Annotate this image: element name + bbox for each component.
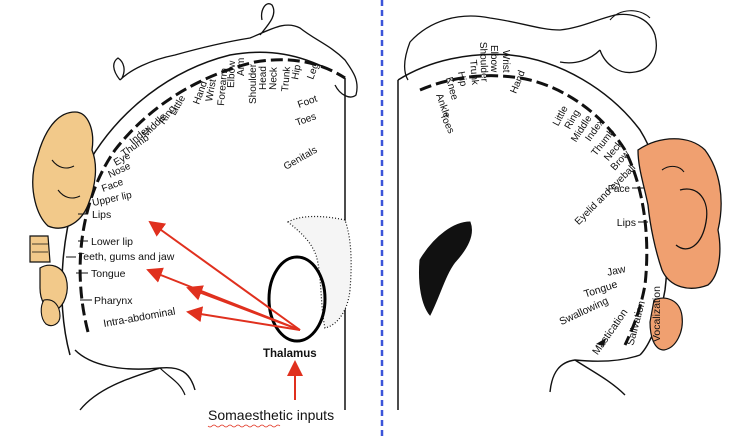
sensory-brain-lower	[74, 349, 196, 411]
sensory-jaw	[29, 235, 51, 263]
label-pharynx: Pharynx	[94, 295, 133, 307]
label-lower-lip: Lower lip	[91, 236, 133, 248]
motor-label-elbow: Elbow	[488, 45, 499, 73]
label-neck: Neck	[268, 66, 280, 90]
label-shoulder: Shoulder	[248, 63, 259, 104]
label-leg: Leg	[305, 62, 321, 81]
sensory-homunculus: Genitals Toes Foot Leg Hip Trunk Neck He…	[29, 3, 358, 428]
motor-label-wrist: Wrist	[500, 50, 511, 73]
thalamus-label: Thalamus	[263, 348, 317, 360]
arrow-to-intra-abdominal	[186, 306, 301, 331]
motor-label-mastication: Mastication	[590, 307, 630, 358]
thalamus-arrows	[146, 220, 303, 400]
motor-tongue	[649, 297, 683, 351]
motor-cortex-arc	[419, 74, 649, 346]
somaesthetic-inputs-label: Somaesthetic inputs	[208, 407, 334, 423]
motor-label-swallowing: Swallowing	[558, 295, 611, 328]
motor-label-lips: Lips	[617, 217, 636, 229]
motor-label-shoulder: Shoulder	[477, 42, 489, 83]
motor-label-vocalization: Vocalization	[651, 286, 663, 342]
label-hip: Hip	[290, 63, 304, 80]
motor-brain-lower	[549, 354, 641, 396]
motor-label-hand: Hand	[509, 69, 528, 95]
label-intra-abdominal: Intra-abdominal	[102, 305, 176, 329]
arrow-to-pharynx	[186, 285, 301, 331]
motor-top-labels: Toes Ankle Knee Hip Trunk Shoulder Elbow…	[433, 42, 638, 228]
sensory-side-labels: Lips Lower lip Teeth, gums and jaw Tongu…	[66, 209, 176, 330]
label-head: Head	[258, 66, 269, 90]
motor-homunculus: Toes Ankle Knee Hip Trunk Shoulder Elbow…	[397, 10, 722, 410]
label-teeth: Teeth, gums and jaw	[78, 251, 175, 263]
motor-ventricle	[419, 221, 472, 316]
label-tongue: Tongue	[91, 268, 126, 280]
motor-label-salivation: Salivation	[625, 300, 648, 347]
arrow-to-lips	[148, 220, 301, 331]
spellcheck-underline	[207, 424, 281, 428]
sensory-top-labels: Genitals Toes Foot Leg Hip Trunk Neck He…	[91, 58, 321, 209]
label-wrist: Wrist	[204, 78, 219, 102]
label-trunk: Trunk	[280, 65, 293, 92]
label-forearm: Forearm	[216, 68, 230, 107]
label-toes: Toes	[294, 111, 318, 129]
motor-label-trunk: Trunk	[467, 59, 480, 86]
label-genitals: Genitals	[282, 145, 319, 173]
sensory-body-figure	[113, 3, 358, 98]
label-lips: Lips	[92, 209, 111, 221]
motor-body-figure	[404, 13, 657, 81]
motor-label-face: Face	[608, 184, 631, 195]
sensory-cortex-arc	[78, 58, 346, 333]
sensory-face	[32, 111, 97, 229]
mastication-arrow	[596, 338, 606, 346]
label-upper-lip: Upper lip	[91, 190, 133, 209]
motor-face	[637, 138, 722, 289]
motor-label-hip: Hip	[455, 71, 469, 88]
sensory-pharynx	[40, 299, 61, 327]
motor-label-jaw: Jaw	[606, 263, 627, 279]
label-elbow: Elbow	[226, 60, 238, 88]
label-foot: Foot	[296, 94, 319, 111]
thalamus-circle	[267, 255, 327, 343]
label-arm: Arm	[236, 58, 247, 76]
